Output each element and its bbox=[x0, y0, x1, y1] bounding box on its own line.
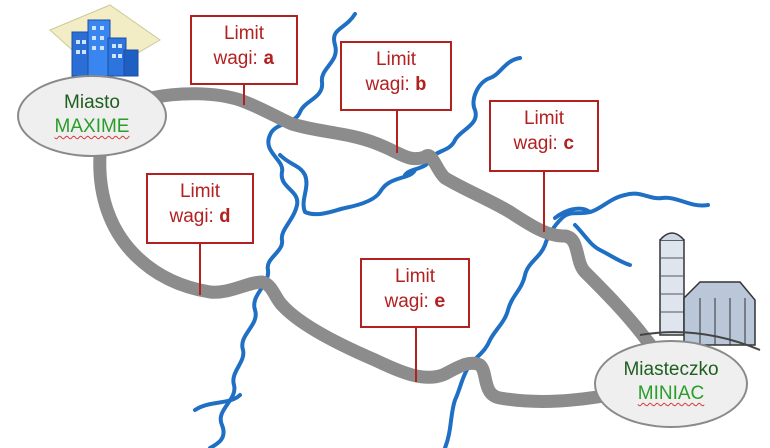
river-2 bbox=[193, 393, 242, 412]
sign-b-prefix: Limit bbox=[375, 49, 417, 70]
sign-d-label: wagi: bbox=[169, 206, 214, 227]
road-north bbox=[143, 87, 652, 345]
city-buildings-icon bbox=[49, 4, 161, 77]
river-8 bbox=[553, 206, 592, 220]
city-miniac: Miasteczko MINIAC bbox=[594, 340, 748, 428]
sign-d-prefix: Limit bbox=[179, 181, 221, 202]
weight-limit-sign-d: Limit wagi: d bbox=[146, 173, 254, 244]
sign-a-code: a bbox=[263, 48, 275, 70]
farm-silo-icon bbox=[639, 232, 761, 351]
city-maxime-line2: MAXIME bbox=[54, 116, 130, 137]
river-5 bbox=[443, 193, 627, 448]
sign-b-label: wagi: bbox=[365, 74, 410, 95]
weight-limit-sign-a: Limit wagi: a bbox=[190, 15, 298, 85]
sign-c-code: c bbox=[563, 133, 575, 155]
city-maxime-line1: Miasto bbox=[64, 92, 120, 113]
road-south bbox=[275, 298, 617, 408]
city-miniac-line1: Miasteczko bbox=[623, 359, 719, 380]
city-miniac-line2: MINIAC bbox=[637, 383, 705, 404]
river-1 bbox=[208, 12, 357, 448]
sign-d-code: d bbox=[219, 206, 231, 228]
weight-limit-sign-b: Limit wagi: b bbox=[340, 41, 452, 111]
sign-e-label: wagi: bbox=[384, 291, 429, 312]
weight-limit-sign-c: Limit wagi: c bbox=[489, 100, 599, 172]
sign-e-code: e bbox=[434, 291, 446, 313]
river-3 bbox=[278, 153, 417, 217]
river-6 bbox=[623, 191, 710, 208]
sign-c-label: wagi: bbox=[513, 133, 558, 154]
sign-a-prefix: Limit bbox=[223, 23, 265, 44]
sign-b-code: b bbox=[415, 74, 427, 96]
weight-limit-sign-e: Limit wagi: e bbox=[360, 258, 470, 328]
sign-e-prefix: Limit bbox=[394, 266, 436, 287]
river-7 bbox=[573, 223, 632, 267]
road-west bbox=[93, 148, 289, 312]
city-maxime: Miasto MAXIME bbox=[17, 75, 167, 157]
sign-c-prefix: Limit bbox=[523, 108, 565, 129]
sign-a-label: wagi: bbox=[213, 48, 258, 69]
